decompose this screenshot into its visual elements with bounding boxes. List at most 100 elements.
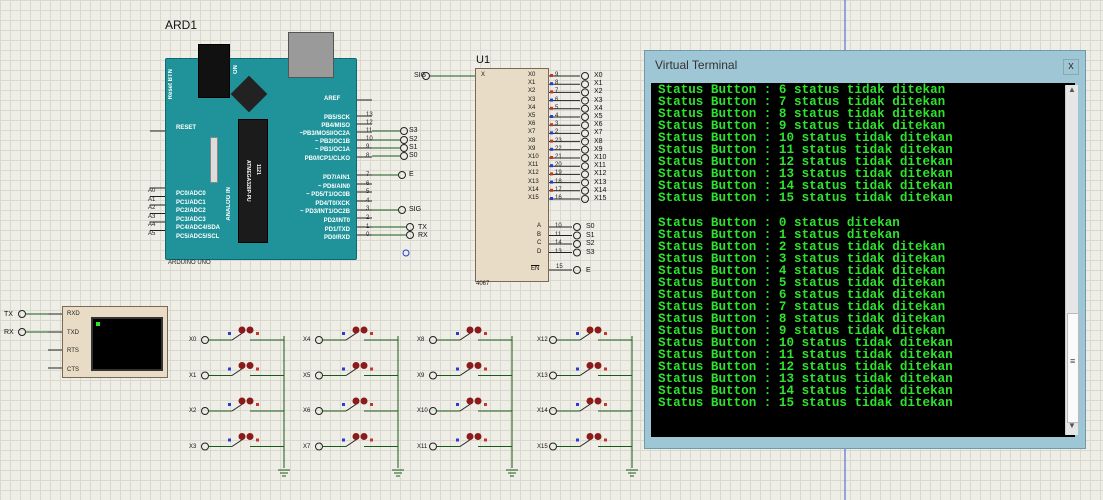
pin-marker	[484, 403, 487, 406]
pin-marker	[550, 156, 553, 159]
button-net-label: X0	[189, 337, 197, 343]
mux-output-pin: X7	[528, 129, 536, 136]
terminal-node	[398, 206, 406, 214]
terminal-node	[315, 371, 323, 380]
terminal-line: Status Button : 13 status tidak ditekan	[658, 167, 953, 182]
analog-pin-number: A3	[148, 213, 156, 220]
mux-output-pin: X11	[528, 162, 539, 169]
button-net-label: X1	[189, 372, 197, 379]
pin-marker	[550, 106, 553, 110]
terminal-node	[398, 171, 406, 179]
analog-pin-label: PC2/ADC2	[176, 208, 206, 214]
terminal-node	[474, 433, 482, 440]
terminal-scrollbar[interactable]: ▲ ≡ ▼	[1065, 85, 1079, 435]
digital-pin-label: ~ PD3/INT1/OC2B	[300, 209, 350, 215]
scroll-down-icon[interactable]: ▼	[1068, 421, 1076, 430]
mux-output-pin: X1	[528, 80, 536, 87]
terminal-line: Status Button : 5 status tidak ditekan	[658, 275, 946, 290]
terminal-line: Status Button : 8 status tidak ditekan	[658, 311, 946, 326]
mux-output-pin: X8	[528, 137, 536, 144]
terminal-node	[238, 326, 246, 334]
mux-enable-net: E	[586, 267, 591, 274]
mux-select-pin: D	[537, 248, 542, 255]
mux-enable-pin: EN	[531, 266, 540, 272]
terminal-node	[581, 104, 589, 113]
terminal-line: Status Button : 3 status tidak ditekan	[658, 251, 946, 266]
terminal-node	[594, 433, 602, 440]
mux-select-num: 14	[555, 240, 562, 246]
mux-output-num: 7	[555, 88, 559, 95]
virtual-terminal-window[interactable]: Virtual Terminal x Status Button : 6 sta…	[644, 50, 1086, 449]
arduino-net-label: S1	[409, 144, 418, 151]
pin-marker	[342, 367, 345, 371]
pin-marker	[228, 332, 231, 335]
terminal-line: Status Button : 6 status tidak ditekan	[658, 287, 946, 302]
digital-pin-number: 9	[366, 144, 370, 150]
terminal-line	[658, 204, 953, 216]
arduino-net-label: RX	[418, 232, 428, 239]
pin-marker	[550, 90, 553, 94]
digital-pin-number: 1	[366, 224, 370, 230]
button-net-label: X15	[537, 443, 548, 450]
arduino-net-label: E	[409, 171, 414, 178]
digital-pin-label: PB5/SCK	[323, 115, 350, 121]
terminal-node	[581, 137, 589, 146]
close-button[interactable]: x	[1063, 59, 1079, 75]
pin-marker	[604, 332, 607, 335]
terminal-line: Status Button : 7 status tidak ditekan	[658, 299, 946, 314]
digital-pin-label: PD2/INT0	[323, 218, 350, 224]
pin-marker	[456, 403, 459, 406]
digital-pin-number: 10	[366, 136, 373, 142]
arduino-net-label: SIG	[409, 206, 422, 213]
reset-button-label: Reset BTN	[168, 69, 174, 100]
grip-icon: ≡	[1070, 356, 1076, 366]
terminal-node	[573, 248, 581, 257]
terminal-titlebar[interactable]: Virtual Terminal x	[645, 51, 1085, 81]
mux-4067[interactable]	[475, 68, 549, 282]
terminal-node	[352, 362, 360, 369]
terminal-node	[238, 433, 246, 440]
terminal-node	[400, 136, 408, 144]
mux-output-net: X11	[594, 162, 606, 170]
terminal-node	[201, 442, 209, 451]
button-net-label: X8	[417, 337, 425, 343]
terminal-node	[315, 336, 323, 344]
pin-marker	[342, 438, 345, 442]
crystal	[210, 137, 218, 183]
mux-output-pin: X12	[528, 170, 539, 177]
pin-marker	[256, 332, 259, 335]
vt-pin-label: CTS	[67, 366, 79, 373]
terminal-node	[360, 326, 368, 334]
digital-pin-number: 13	[366, 112, 373, 118]
pin-marker	[256, 438, 259, 442]
terminal-node	[352, 326, 360, 334]
analog-pin-number: A4	[148, 222, 156, 228]
terminal-line: Status Button : 13 status tidak ditekan	[658, 372, 953, 387]
mux-output-num: 19	[555, 170, 562, 177]
terminal-node	[549, 336, 557, 344]
arduino-board[interactable]: Reset BTN ON RESET ATMEGA328P-PU 1121 AN…	[165, 58, 357, 260]
power-on-label: ON	[233, 65, 239, 74]
mux-x-pin: X	[481, 72, 486, 78]
terminal-node	[360, 362, 368, 369]
usb-connector	[288, 32, 334, 78]
terminal-node	[573, 223, 581, 231]
virtual-terminal-instrument[interactable]	[62, 306, 168, 378]
mux-select-num: 11	[555, 231, 562, 238]
scrollbar-thumb[interactable]: ≡	[1067, 313, 1079, 423]
mux-output-num: 8	[555, 80, 559, 87]
atmega-chip-code: 1121	[255, 164, 261, 175]
terminal-node	[594, 362, 602, 369]
mux-output-num: 5	[555, 104, 559, 111]
pin-marker	[550, 188, 553, 192]
button-net-label: X2	[189, 408, 197, 414]
mux-output-num: 4	[555, 113, 559, 119]
scroll-up-icon[interactable]: ▲	[1068, 85, 1076, 94]
button-net-label: X11	[417, 443, 428, 450]
terminal-line: Status Button : 10 status tidak ditekan	[658, 335, 953, 350]
button-net-label: X10	[417, 408, 428, 414]
pin-marker	[228, 438, 231, 442]
terminal-line: Status Button : 6 status tidak ditekan	[658, 83, 946, 97]
terminal-node	[581, 129, 589, 138]
